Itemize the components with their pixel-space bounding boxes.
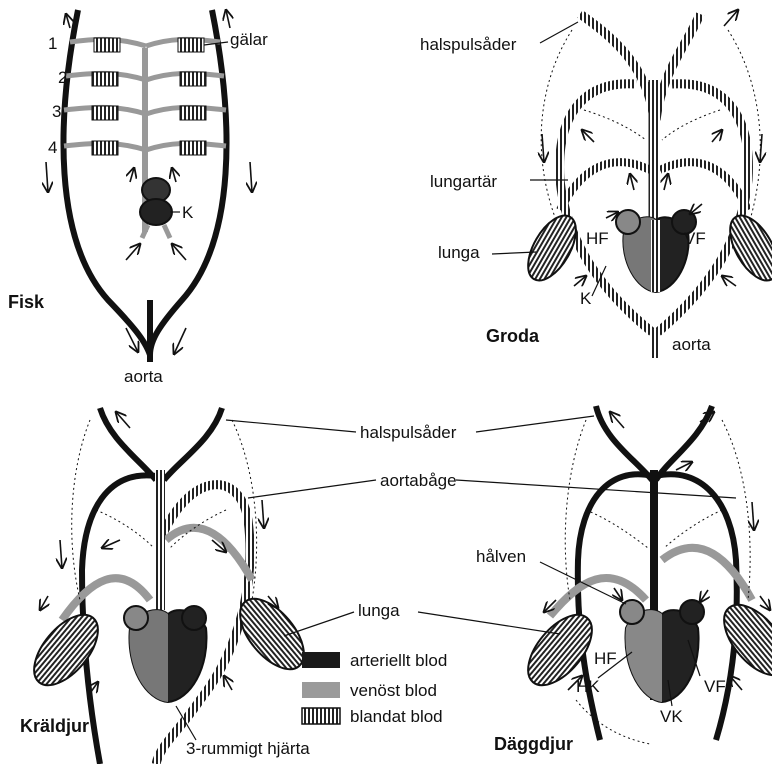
fish-arch-number-3: 3	[52, 102, 61, 121]
carotid-leader-left	[226, 420, 356, 432]
legend-swatch-mixed	[302, 708, 340, 724]
carotid-leader-right	[476, 416, 594, 432]
frog-aorta-label: aorta	[672, 335, 711, 354]
frog-carotid-leader	[540, 22, 578, 43]
legend-swatch-arterial	[302, 652, 340, 668]
legend-label-mixed: blandat blod	[350, 707, 443, 726]
legend: arteriellt blod venöst blod blandat blod	[302, 651, 447, 726]
reptile-pulmonary-right	[166, 528, 252, 580]
mammal-vena-cava-leader	[540, 562, 626, 604]
frog-panel: halspulsåder lungartär lunga HF VF K Gro…	[420, 10, 772, 358]
fish-gills-label: gälar	[230, 30, 268, 49]
frog-carotid-label: halspulsåder	[420, 35, 517, 54]
fish-arch-number-1: 1	[48, 34, 57, 53]
shared-carotid-label: halspulsåder	[360, 423, 457, 442]
frog-lung-label: lunga	[438, 243, 480, 262]
frog-left-carotid	[580, 14, 654, 120]
fish-panel: 1 2 3 4 gälar K Fisk aorta	[8, 10, 268, 386]
fish-heart	[140, 178, 172, 238]
legend-label-arterial: arteriellt blod	[350, 651, 447, 670]
frog-left-aorta	[560, 84, 652, 332]
frog-title: Groda	[486, 326, 540, 346]
frog-right-aorta	[658, 84, 748, 332]
fish-left-vessel	[64, 10, 150, 355]
fish-title: Fisk	[8, 292, 45, 312]
mammal-panel: hålven HF HK VF VK Däggdjur	[476, 406, 772, 754]
reptile-left-carotid	[100, 408, 156, 480]
fish-arch-number-2: 2	[58, 68, 67, 87]
frog-left-pulmonary	[560, 162, 650, 210]
lung-leader-left	[284, 612, 354, 636]
lung-leader-right	[418, 612, 560, 634]
frog-heart	[616, 210, 696, 292]
legend-label-venous: venöst blod	[350, 681, 437, 700]
shared-lung-label: lunga	[358, 601, 400, 620]
reptile-heart	[124, 606, 207, 702]
frog-right-carotid	[656, 14, 700, 120]
frog-right-atrium-label: HF	[586, 229, 609, 248]
mammal-left-carotid	[596, 406, 652, 480]
reptile-title: Kräldjur	[20, 716, 89, 736]
legend-swatch-venous	[302, 682, 340, 698]
mammal-right-carotid	[656, 406, 712, 480]
mammal-left-atrium-label: VF	[704, 677, 726, 696]
mammal-right-atrium-label: HF	[594, 649, 617, 668]
fish-arch-number-4: 4	[48, 138, 57, 157]
frog-left-atrium-label: VF	[684, 229, 706, 248]
frog-ventricle-label: K	[580, 289, 592, 308]
fish-aorta-label: aorta	[124, 367, 163, 386]
mammal-vena-cava-label: hålven	[476, 547, 526, 566]
shared-labels: halspulsåder aortabåge lunga	[226, 416, 736, 636]
mammal-title: Däggdjur	[494, 734, 573, 754]
reptile-right-carotid	[164, 408, 222, 480]
frog-right-pulmonary	[660, 162, 748, 210]
mammal-left-ventricle-label: VK	[660, 707, 683, 726]
fish-heart-label: K	[182, 203, 194, 222]
aortic-arch-leader-left	[248, 480, 376, 498]
frog-pulmonary-label: lungartär	[430, 172, 497, 191]
mammal-right-ventricle-label: HK	[576, 677, 600, 696]
shared-aortic-arch-label: aortabåge	[380, 471, 457, 490]
reptile-heart-label: 3-rummigt hjärta	[186, 739, 310, 758]
reptile-panel: Kräldjur 3-rummigt hjärta	[20, 408, 316, 764]
